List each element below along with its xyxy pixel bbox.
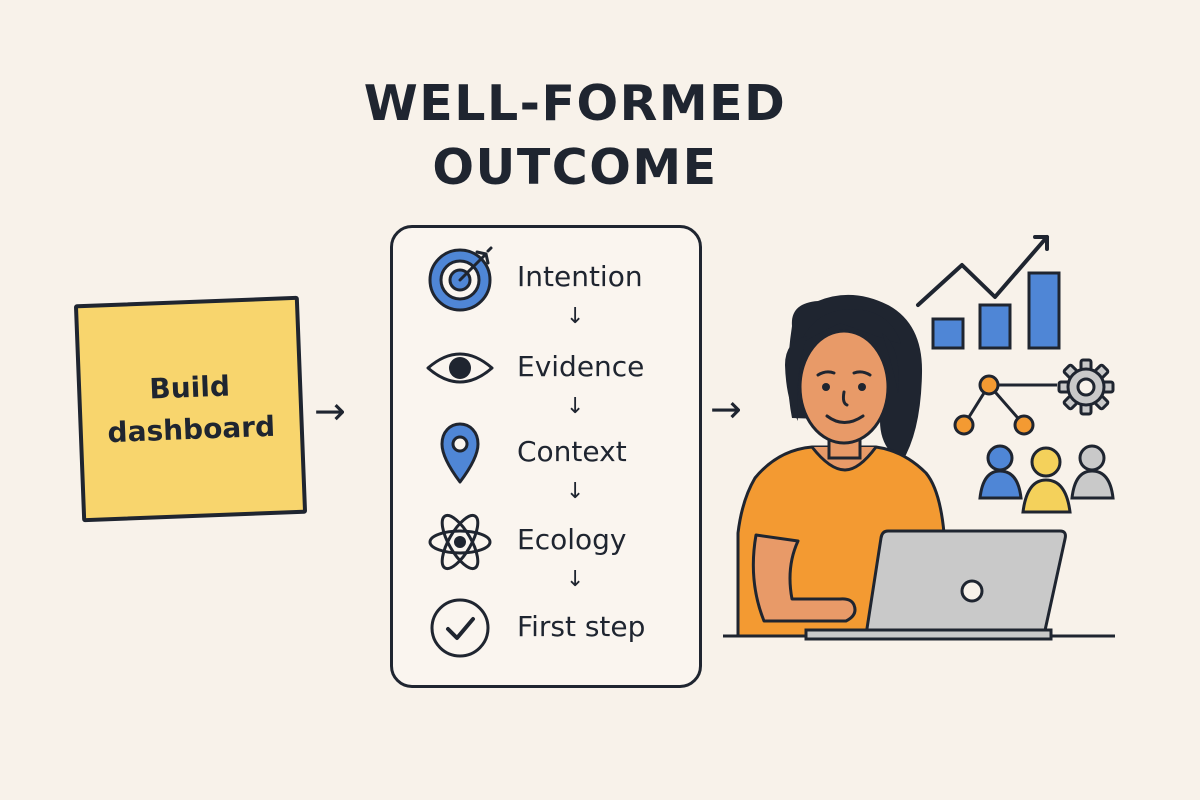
sticky-note: Build dashboard — [73, 295, 308, 523]
sticky-note-text: Build dashboard — [105, 364, 276, 454]
trend-chart-icon — [916, 235, 1061, 350]
title-line-1: WELL-FORMED — [363, 75, 787, 132]
eye-icon — [426, 352, 494, 384]
checkmark-circle-icon — [430, 598, 490, 658]
person-with-laptop-illustration — [723, 235, 1115, 641]
atom-icon — [428, 513, 492, 571]
down-arrow-3: ↓ — [566, 479, 585, 504]
step-label-evidence: Evidence — [517, 350, 645, 383]
down-arrow-4: ↓ — [566, 567, 585, 592]
location-pin-icon — [440, 422, 480, 484]
step-label-first-step: First step — [517, 610, 646, 643]
target-icon — [428, 246, 493, 312]
page-title: WELL-FORMED OUTCOME — [0, 72, 1150, 200]
step-label-context: Context — [517, 435, 627, 468]
gear-icon — [1057, 358, 1115, 416]
title-line-2: OUTCOME — [432, 139, 718, 196]
step-label-intention: Intention — [517, 260, 643, 293]
sticky-note-line-2: dashboard — [106, 409, 276, 450]
right-arrow-1: → — [314, 389, 346, 433]
network-nodes-icon — [953, 374, 1057, 436]
right-arrow-2: → — [710, 387, 742, 431]
down-arrow-1: ↓ — [566, 304, 585, 329]
team-icon — [978, 444, 1115, 514]
down-arrow-2: ↓ — [566, 394, 585, 419]
sticky-note-line-1: Build — [148, 369, 231, 406]
step-label-ecology: Ecology — [517, 523, 627, 556]
laptop-icon — [804, 529, 1067, 641]
